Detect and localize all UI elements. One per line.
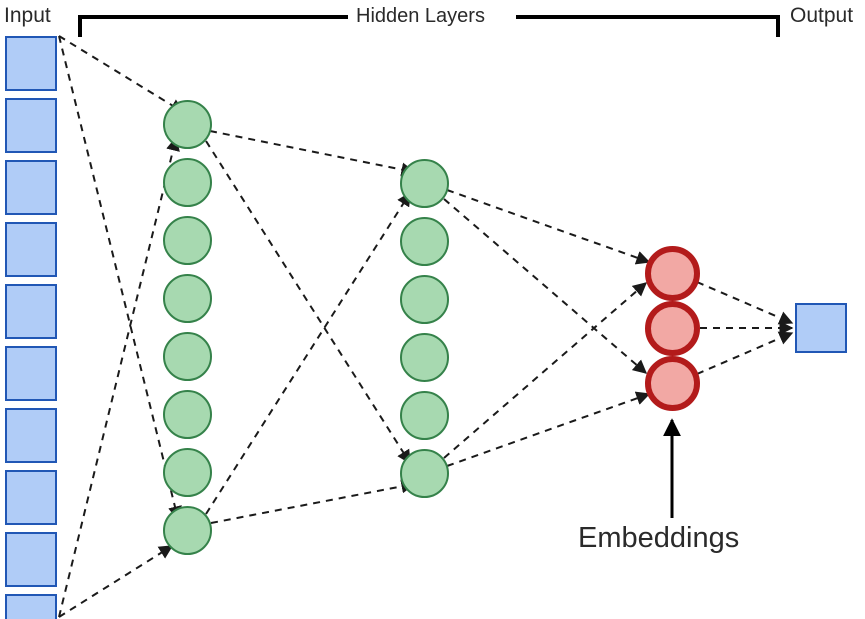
hidden2-node <box>400 333 449 382</box>
hidden1-node <box>163 216 212 265</box>
edge-hidden2-embeddings <box>443 282 648 459</box>
edge-input-hidden1 <box>58 136 180 618</box>
hidden1-node <box>163 390 212 439</box>
edge-hidden2-embeddings <box>446 391 651 467</box>
hidden2-node <box>400 275 449 324</box>
input-node <box>5 36 57 91</box>
input-node <box>5 470 57 525</box>
hidden1-node <box>163 506 212 555</box>
edge-hidden1-hidden2 <box>205 140 411 465</box>
edge-input-hidden1 <box>58 545 174 618</box>
hidden1-node <box>163 332 212 381</box>
embeddings-label: Embeddings <box>578 522 740 554</box>
hidden1-node <box>163 448 212 497</box>
input-node <box>5 98 57 153</box>
input-node <box>5 284 57 339</box>
hidden2-node <box>400 159 449 208</box>
embedding-node <box>645 301 700 356</box>
edge-input-hidden1 <box>58 35 182 521</box>
input-label: Input <box>4 4 51 27</box>
hidden1-node <box>163 158 212 207</box>
output-node <box>795 303 847 353</box>
input-node <box>5 160 57 215</box>
edge-hidden1-hidden2 <box>209 130 416 177</box>
embedding-node <box>645 246 700 301</box>
edge-embeddings-output <box>696 331 794 375</box>
edge-hidden1-hidden2 <box>205 191 411 515</box>
input-node <box>5 532 57 587</box>
input-node <box>5 408 57 463</box>
edge-hidden1-hidden2 <box>210 479 416 524</box>
edge-input-hidden1 <box>58 35 185 113</box>
input-node <box>5 222 57 277</box>
input-node <box>5 594 57 619</box>
output-label: Output <box>790 4 854 27</box>
hidden-layers-label: Hidden Layers <box>352 6 489 26</box>
hidden2-node <box>400 449 449 498</box>
input-node <box>5 346 57 401</box>
edge-hidden2-embeddings <box>443 198 648 374</box>
hidden1-node <box>163 100 212 149</box>
hidden2-node <box>400 217 449 266</box>
edge-hidden2-embeddings <box>446 189 651 265</box>
hidden2-node <box>400 391 449 440</box>
hidden1-node <box>163 274 212 323</box>
edge-embeddings-output <box>696 281 794 325</box>
embedding-node <box>645 356 700 411</box>
